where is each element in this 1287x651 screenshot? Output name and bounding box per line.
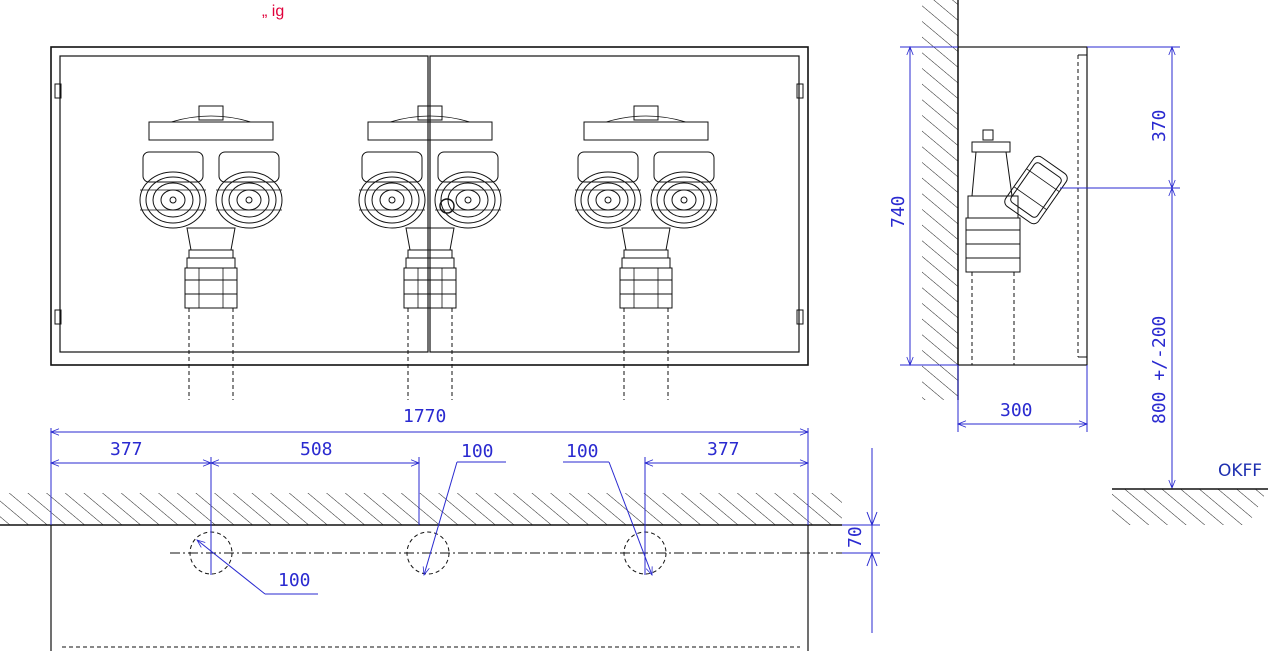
side-view: 740 370 800 +/-200 300 OKFF (888, 0, 1268, 525)
dim-offset-text: 70 (845, 526, 866, 548)
dim-right-text: 377 (707, 439, 740, 460)
door-handle (439, 198, 455, 214)
dim-top-text: 370 (1149, 109, 1170, 142)
hydrant-right (575, 106, 717, 400)
caption-text: „ ig (262, 3, 284, 20)
cabinet-frame (50, 46, 809, 366)
dim-hole-3-text: 100 (566, 441, 599, 462)
dim-depth-text: 300 (1000, 400, 1033, 421)
floor-label: OKFF (1218, 461, 1262, 481)
dim-hole-2-text: 100 (461, 441, 494, 462)
dim-height-text: 740 (888, 195, 909, 228)
side-cabinet (957, 46, 1088, 366)
plan-view: 1770 377 508 377 100 100 100 70 (0, 406, 880, 651)
door-right (429, 55, 800, 353)
side-hydrant (965, 129, 1068, 365)
pipe-hole-2 (406, 531, 450, 575)
front-view (50, 46, 809, 400)
hydrant-left (140, 106, 282, 400)
dim-total-text: 1770 (403, 406, 446, 427)
dim-left-text: 377 (110, 439, 143, 460)
dim-hole-1-text: 100 (278, 570, 311, 591)
dim-floor-text: 800 +/-200 (1149, 316, 1170, 424)
dim-middle-text: 508 (300, 439, 333, 460)
door-left (59, 55, 429, 353)
